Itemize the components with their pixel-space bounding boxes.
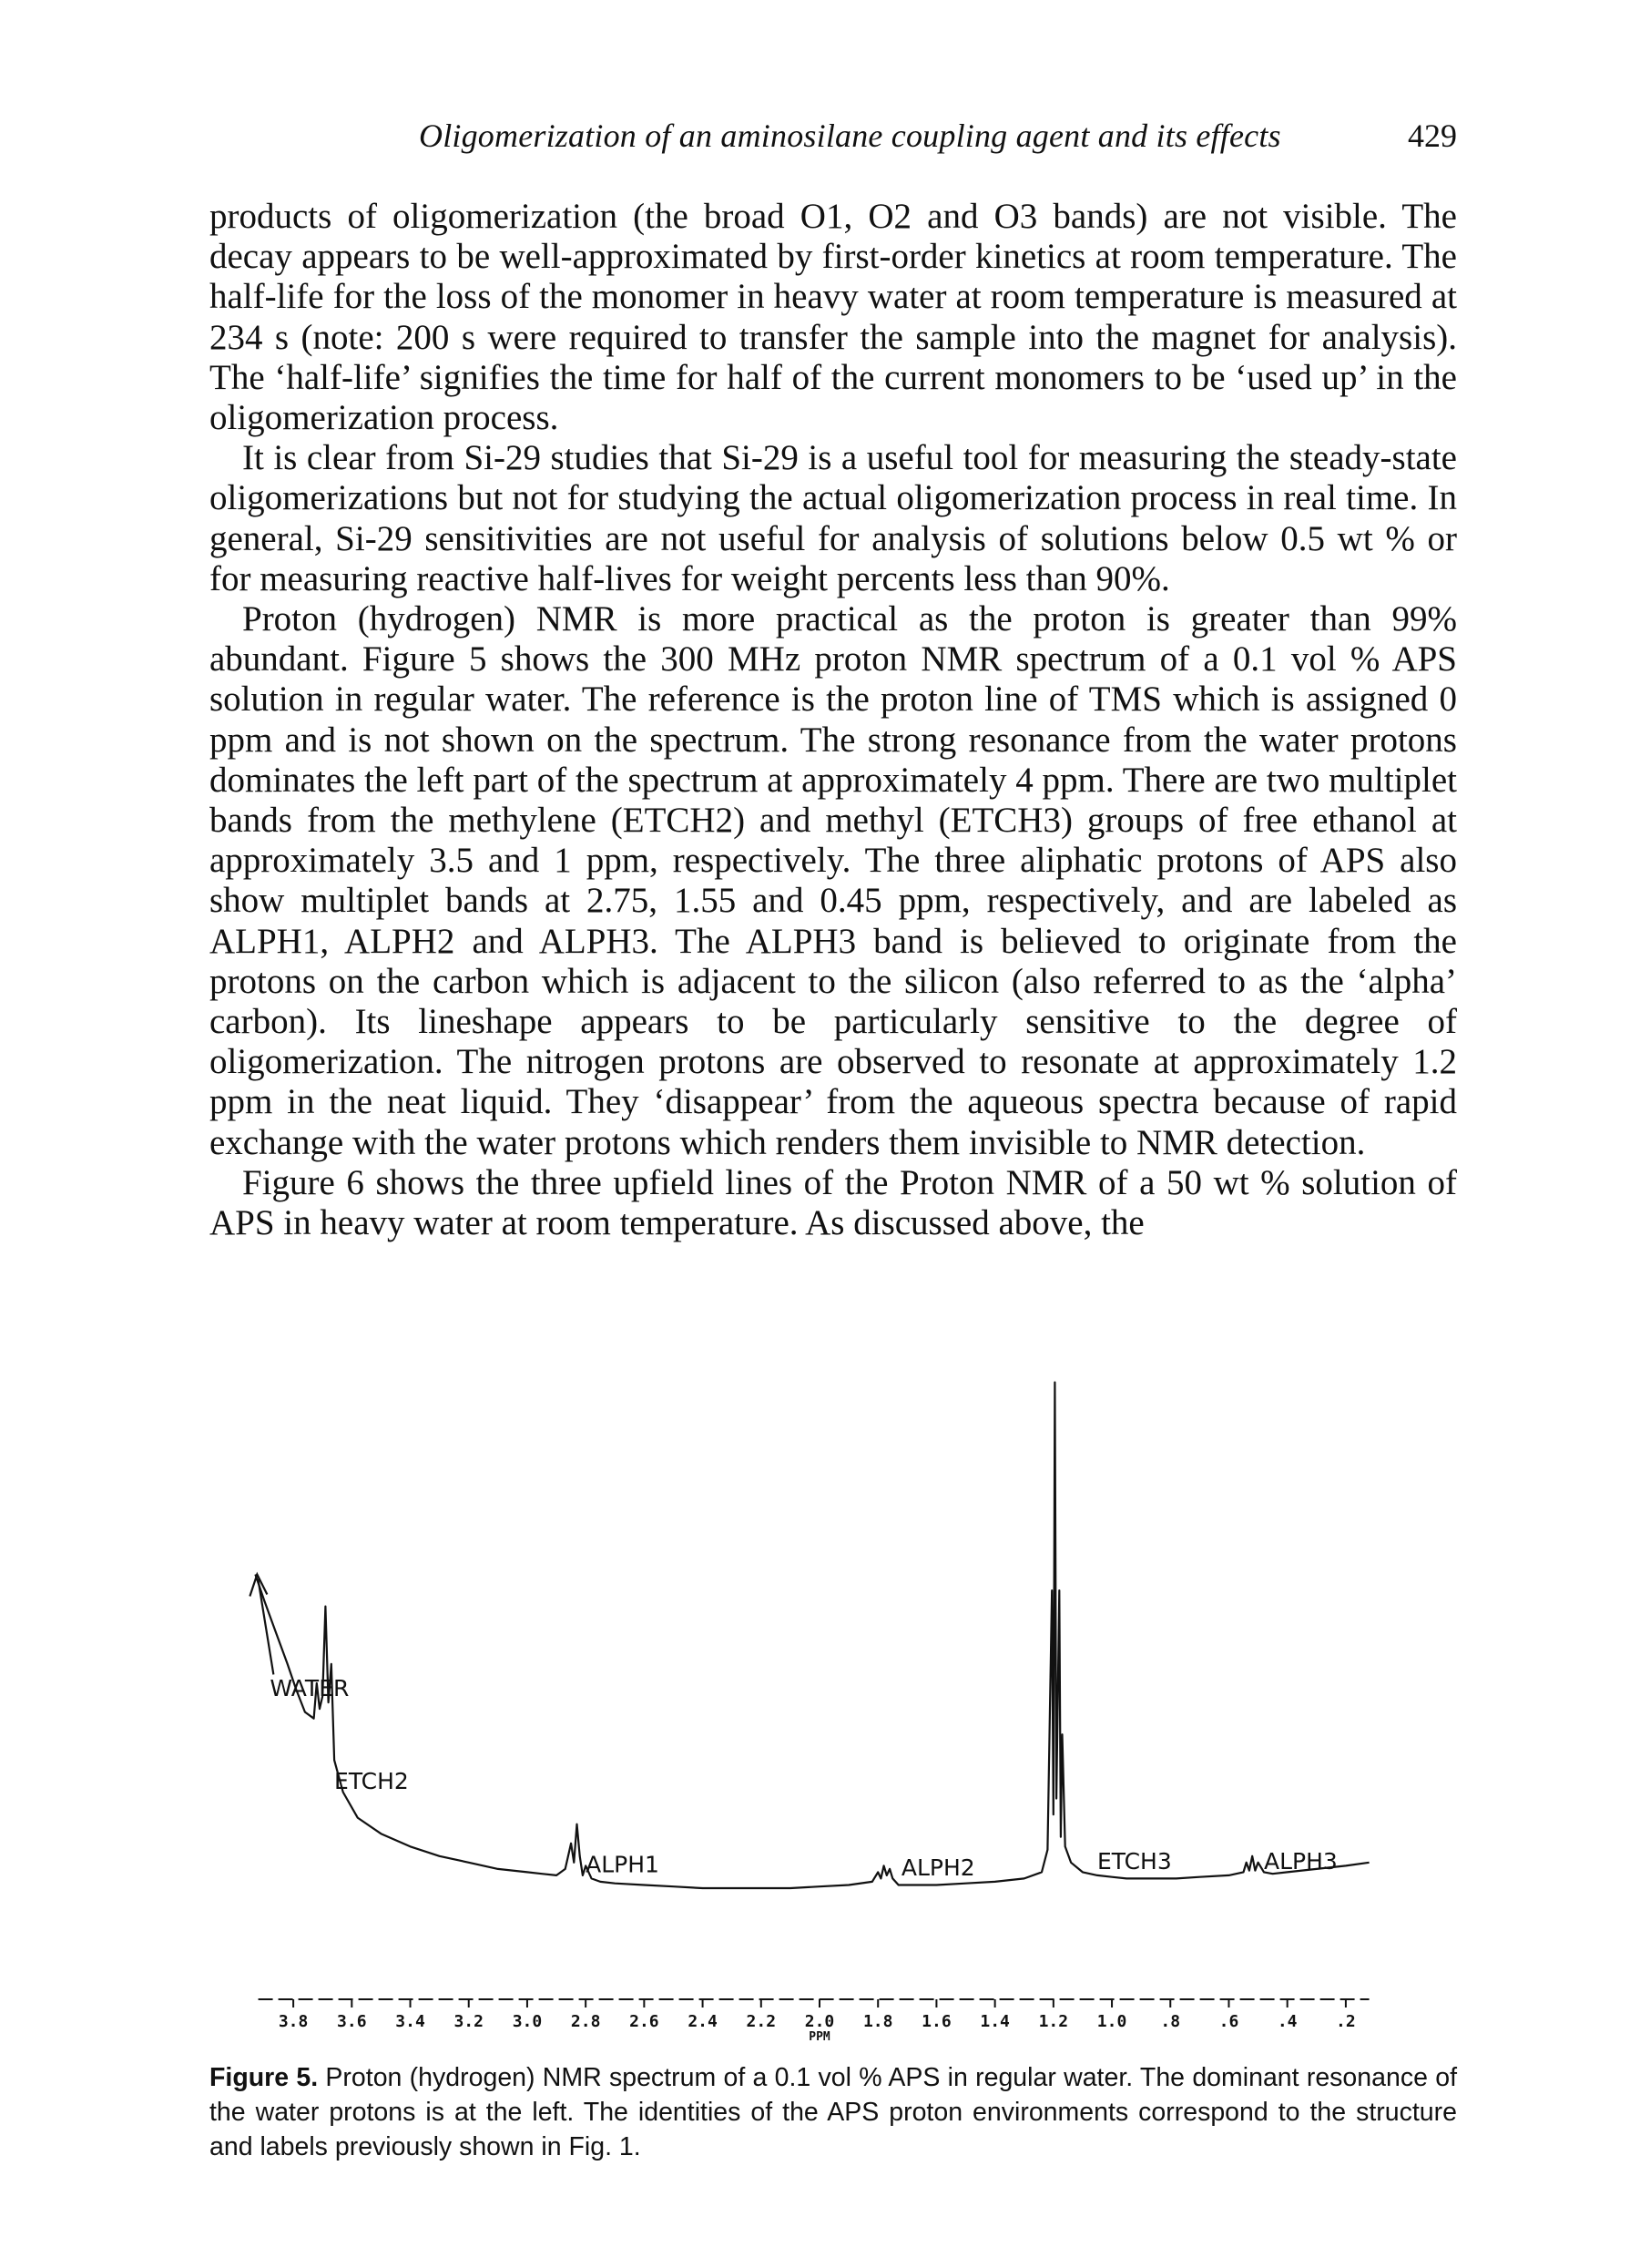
peak-label: ETCH3 (1097, 1848, 1172, 1875)
page-header: Oligomerization of an aminosilane coupli… (209, 117, 1457, 162)
peak-label: WATER (270, 1675, 349, 1701)
tick-label: 2.8 (571, 2012, 601, 2031)
figure-caption-text: Proton (hydrogen) NMR spectrum of a 0.1 … (209, 2063, 1457, 2161)
tick-label: 1.8 (863, 2012, 893, 2031)
peak-label: ALPH2 (901, 1854, 975, 1881)
arrow-head-icon (249, 1571, 269, 1597)
tick-label: .8 (1160, 2012, 1180, 2031)
ppm-axis: 3.8 3.6 3.4 3.2 3.0 2.8 2.6 2.4 2.2 2.0 1.8 1.6 1.4 1… (258, 1998, 1370, 2040)
peak-label: ETCH2 (334, 1768, 409, 1794)
page-number: 429 (1408, 117, 1457, 154)
tick-label: 1.6 (922, 2012, 952, 2031)
nmr-spectrum-plot: 3.8 3.6 3.4 3.2 3.0 2.8 2.6 2.4 2.2 2.0 1.8 1.6 1.4 1… (249, 1381, 1370, 2040)
tick-label: .6 (1219, 2012, 1239, 2031)
tick-label: 2.0 (805, 2012, 835, 2031)
figure-caption: Figure 5. Proton (hydrogen) NMR spectrum… (209, 2060, 1457, 2164)
tick-label: 2.6 (629, 2012, 659, 2031)
spectrum-trace (254, 1381, 1370, 1890)
body-text: products of oligomerization (the broad O… (209, 197, 1457, 1243)
paragraph: It is clear from Si-29 studies that Si-2… (209, 438, 1457, 598)
tick-label: 2.2 (747, 2012, 777, 2031)
tick-label: 1.2 (1039, 2012, 1069, 2031)
figure-caption-label: Figure 5. (209, 2063, 319, 2092)
nmr-spectrum-figure: 3.8 3.6 3.4 3.2 3.0 2.8 2.6 2.4 2.2 2.0 1.8 1.6 1.4 1… (209, 1366, 1457, 2040)
x-axis-label: PPM (809, 2030, 830, 2040)
paragraph: Proton (hydrogen) NMR is more practical … (209, 599, 1457, 1162)
tick-label: 3.8 (279, 2012, 309, 2031)
tick-label: 1.0 (1097, 2012, 1127, 2031)
peak-label: ALPH1 (586, 1851, 659, 1877)
running-title: Oligomerization of an aminosilane coupli… (419, 117, 1281, 154)
tick-label: 3.6 (337, 2012, 367, 2031)
peak-label: ALPH3 (1264, 1848, 1338, 1875)
tick-label: .2 (1336, 2012, 1356, 2031)
water-arrow-icon (257, 1578, 275, 1675)
tick-label: 1.4 (980, 2012, 1010, 2031)
tick-label: 2.4 (688, 2012, 718, 2031)
tick-label: .4 (1278, 2012, 1298, 2031)
paragraph: products of oligomerization (the broad O… (209, 197, 1457, 438)
tick-label: 3.0 (513, 2012, 543, 2031)
spectrum-trace-group (254, 1381, 1370, 1890)
paragraph: Figure 6 shows the three upfield lines o… (209, 1162, 1457, 1243)
tick-label: 3.4 (395, 2012, 425, 2031)
tick-label: 3.2 (453, 2012, 484, 2031)
